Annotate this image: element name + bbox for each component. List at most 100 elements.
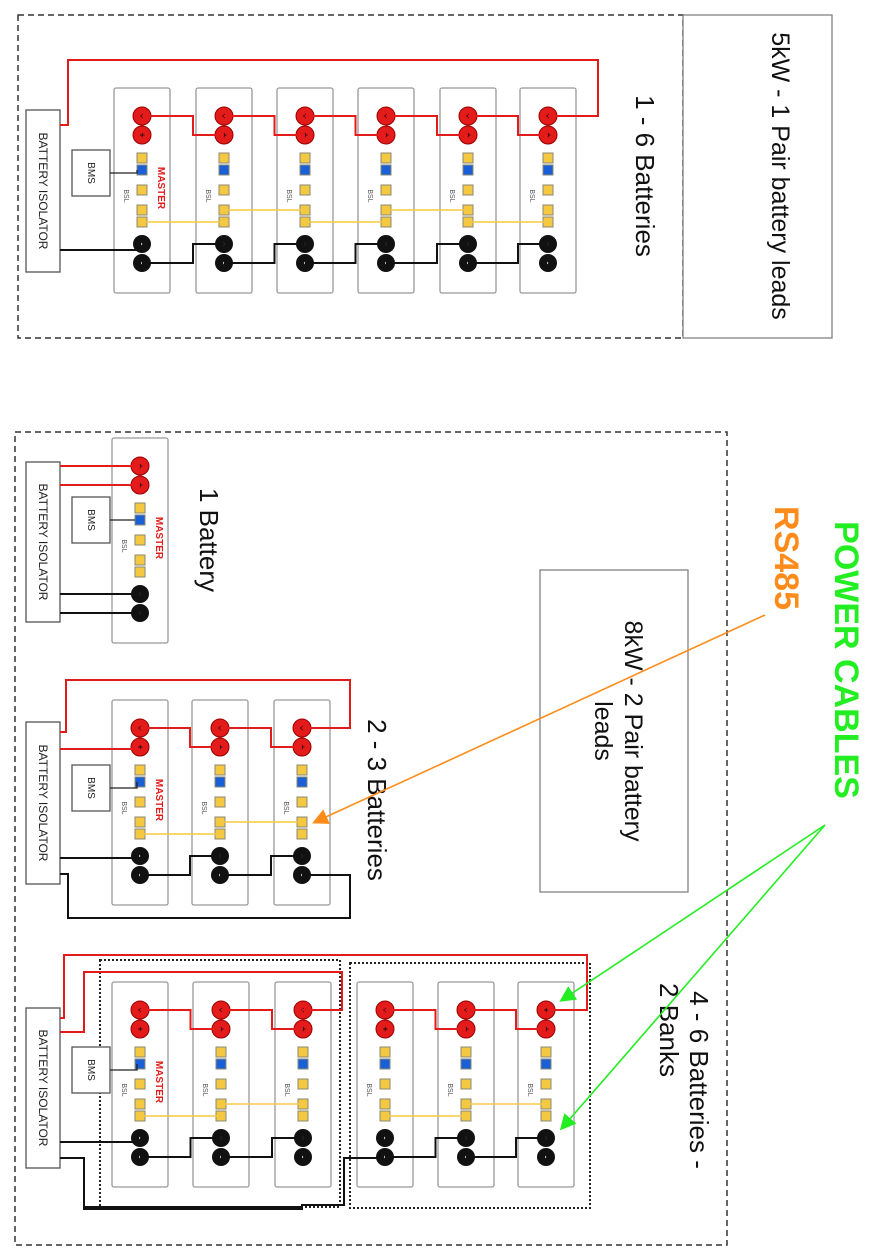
negative-terminal-icon <box>133 235 151 253</box>
top-label: 1 - 6 Batteries <box>630 95 660 257</box>
isolator-negative-wire <box>83 1157 384 1210</box>
negative-link-wire <box>386 243 468 264</box>
comm-port-icon <box>134 1058 146 1070</box>
positive-link-wire <box>468 115 548 136</box>
bms-box <box>71 496 111 544</box>
bsl-label: BSL <box>120 1083 127 1096</box>
comm-port-icon <box>542 204 554 216</box>
battery-isolator <box>25 109 61 273</box>
label-four-six-line2: 2 Banks <box>654 983 684 1077</box>
isolator-negative-wire <box>60 873 351 919</box>
comm-port-icon <box>380 164 392 176</box>
bsl-label: BSL <box>120 801 127 814</box>
bsl-label: BSL <box>528 189 535 202</box>
label-two-three-batteries: 2 - 3 Batteries <box>362 719 392 881</box>
comm-port-icon <box>134 554 146 566</box>
bottom-title-line2: leads <box>589 701 617 761</box>
negative-link-wire <box>466 1137 546 1158</box>
comm-port-icon <box>379 1098 391 1110</box>
positive-sign: + <box>135 744 145 749</box>
negative-link-wire <box>220 855 302 876</box>
comm-port-icon <box>218 164 230 176</box>
negative-sign: - <box>135 855 145 858</box>
master-label: MASTER <box>153 779 164 822</box>
positive-link-wire <box>220 727 302 748</box>
comm-port-icon <box>460 1058 472 1070</box>
isolator-positive-wire <box>60 954 588 1019</box>
comm-port-icon <box>214 796 226 808</box>
negative-sign: - <box>298 1156 308 1159</box>
bms-box <box>71 764 111 812</box>
battery-isolator-label: BATTERY ISOLATOR <box>36 133 50 250</box>
comm-port-icon <box>134 1078 146 1090</box>
negative-link-wire <box>140 1137 221 1158</box>
negative-sign: - <box>137 243 147 246</box>
comm-port-icon <box>299 164 311 176</box>
comm-port-icon <box>462 184 474 196</box>
bsl-label: BSL <box>204 189 211 202</box>
comm-port-icon <box>214 776 226 788</box>
comm-port-icon <box>215 1078 227 1090</box>
bms-wire <box>110 782 138 789</box>
bottom-title-line1: 8kW - 2 Pair battery <box>619 621 647 842</box>
bank-1-frame <box>99 959 341 1208</box>
comm-port-icon <box>462 152 474 164</box>
comm-port-icon <box>134 764 146 776</box>
comm-port-icon <box>540 1110 552 1122</box>
comm-port-icon <box>136 152 148 164</box>
positive-link-wire <box>224 115 305 136</box>
comm-port-icon <box>379 1078 391 1090</box>
power-cables-callout: POWER CABLES <box>827 521 865 799</box>
bank-2-frame <box>349 962 591 1209</box>
negative-link-wire <box>142 243 224 264</box>
comm-port-icon <box>218 152 230 164</box>
comm-port-icon <box>299 152 311 164</box>
battery-isolator <box>25 721 61 885</box>
negative-link-wire <box>468 243 548 264</box>
comm-port-icon <box>542 164 554 176</box>
bottom-title-box <box>539 569 689 893</box>
master-label: MASTER <box>153 517 164 560</box>
isolator-positive-wire <box>60 679 351 733</box>
bsl-label: BSL <box>446 1083 453 1096</box>
comm-port-icon <box>134 796 146 808</box>
comm-port-icon <box>134 816 146 828</box>
negative-link-wire <box>305 243 386 264</box>
top-section-frame <box>17 14 684 339</box>
isolator-positive-wire <box>60 971 343 1033</box>
comm-port-icon <box>134 566 146 578</box>
comm-port-icon <box>540 1078 552 1090</box>
comm-port-icon <box>462 164 474 176</box>
negative-terminal-icon <box>537 1148 555 1166</box>
comm-port-icon <box>134 534 146 546</box>
negative-terminal-icon <box>131 847 149 865</box>
comm-port-icon <box>380 184 392 196</box>
battery-isolator-label: BATTERY ISOLATOR <box>36 745 50 862</box>
master-label: MASTER <box>153 1061 164 1104</box>
comm-port-icon <box>297 1078 309 1090</box>
comm-port-icon <box>297 1110 309 1122</box>
negative-link-wire <box>385 1137 466 1158</box>
negative-link-wire <box>140 855 220 876</box>
negative-terminal-icon <box>539 254 557 272</box>
negative-terminal-icon <box>294 1148 312 1166</box>
comm-port-icon <box>297 1058 309 1070</box>
comm-port-icon <box>136 164 148 176</box>
comm-port-icon <box>134 1098 146 1110</box>
positive-sign: + <box>137 132 147 137</box>
negative-sign: - <box>543 262 553 265</box>
positive-terminal-icon <box>132 125 152 145</box>
bms-label: BMS <box>85 777 96 799</box>
negative-sign: - <box>541 1156 551 1159</box>
positive-terminal-icon <box>130 737 150 757</box>
comm-port-icon <box>380 152 392 164</box>
positive-link-wire <box>386 115 468 136</box>
bottom-section-frame <box>14 431 728 1246</box>
positive-link-wire <box>466 1009 546 1030</box>
comm-port-icon <box>296 764 308 776</box>
positive-link-wire <box>305 115 386 136</box>
bsl-label: BSL <box>122 189 129 202</box>
comm-port-icon <box>215 1058 227 1070</box>
battery-isolator-label: BATTERY ISOLATOR <box>36 1030 50 1147</box>
